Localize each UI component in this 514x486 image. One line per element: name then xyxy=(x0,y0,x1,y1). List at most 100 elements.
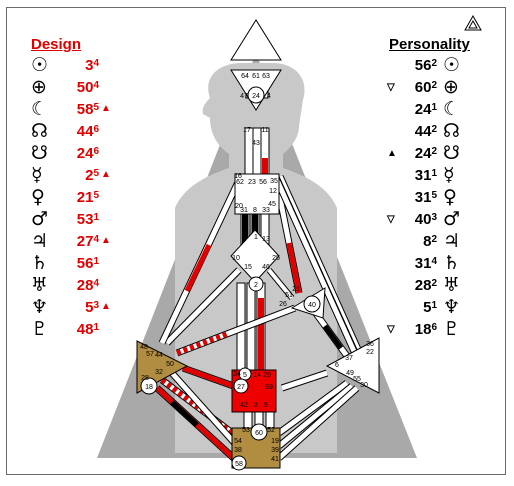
gate-38: 38 xyxy=(234,447,242,454)
gate-54: 54 xyxy=(234,438,242,445)
south-node-icon: ☋ xyxy=(31,142,48,164)
gate-15: 15 xyxy=(244,264,252,271)
line-number: 5 xyxy=(93,168,99,179)
gate-number: 24 xyxy=(76,145,94,162)
channel-21-45-design xyxy=(286,242,302,294)
gate-value: 446 xyxy=(57,121,99,142)
exalted-detriment-marker: ▲ xyxy=(101,169,111,180)
gate-12: 12 xyxy=(269,188,277,195)
gate-18: 18 xyxy=(145,384,153,391)
gate-number: 3 xyxy=(85,57,94,74)
gate-value: 241 xyxy=(393,99,437,120)
throat-center xyxy=(234,173,280,215)
line-number: 5 xyxy=(93,102,99,113)
pluto-icon: ♇ xyxy=(31,318,49,340)
gate-46: 46 xyxy=(262,264,270,271)
gate-value: 246 xyxy=(57,143,99,164)
exalted-detriment-marker: ▲ xyxy=(387,148,397,159)
gate-number: 44 xyxy=(414,123,432,140)
gate-circle-40 xyxy=(303,295,321,313)
gate-37: 37 xyxy=(345,355,353,362)
gate-33: 33 xyxy=(262,207,270,214)
gate-31: 31 xyxy=(240,207,248,214)
channel-50-27-design xyxy=(182,365,240,391)
gate-5: 5 xyxy=(243,372,247,379)
gate-52: 52 xyxy=(267,427,275,434)
gate-48: 48 xyxy=(140,344,148,351)
gate-62: 62 xyxy=(236,179,244,186)
gate-17: 17 xyxy=(243,127,251,134)
gate-number: 5 xyxy=(85,299,94,316)
centers xyxy=(136,19,380,469)
gate-42: 42 xyxy=(240,402,248,409)
head-center xyxy=(230,19,282,61)
gate-numbers: 64 61 63 47 24 4 17 11 43 62 23 56 16 35… xyxy=(140,73,374,468)
gate-number: 18 xyxy=(414,321,432,338)
personality-title: Personality xyxy=(389,36,470,53)
line-number: 4 xyxy=(93,234,99,245)
mercury-icon: ☿ xyxy=(31,164,43,186)
exalted-detriment-marker: ▲ xyxy=(101,235,111,246)
gate-13: 13 xyxy=(262,236,270,243)
gate-value: 274 xyxy=(57,231,99,252)
moon-icon: ☾ xyxy=(31,98,49,120)
gate-number: 56 xyxy=(414,57,432,74)
earth-icon: ⊕ xyxy=(443,76,459,98)
gate-19: 19 xyxy=(271,438,279,445)
gate-24: 24 xyxy=(252,93,260,100)
gate-34: 34 xyxy=(233,371,241,378)
channel-25-51-inner xyxy=(267,268,294,300)
line-number: 2 xyxy=(431,146,437,157)
design-title: Design xyxy=(31,36,82,53)
gate-value: 585 xyxy=(57,99,99,120)
gate-circle-24 xyxy=(247,86,265,104)
gate-35: 35 xyxy=(270,178,278,185)
gate-39: 39 xyxy=(271,447,279,454)
gate-60: 60 xyxy=(255,430,263,437)
gate-value: 481 xyxy=(57,319,99,340)
exalted-detriment-marker: ▲ xyxy=(101,103,111,114)
gate-47: 47 xyxy=(240,93,248,100)
gate-50: 50 xyxy=(166,361,174,368)
gate-8: 8 xyxy=(253,207,257,214)
gate-number: 5 xyxy=(423,299,432,316)
gate-number: 60 xyxy=(414,79,432,96)
gate-32: 32 xyxy=(155,369,163,376)
channel-22-12-inner xyxy=(279,175,365,359)
gate-value: 314 xyxy=(393,253,437,274)
gate-number: 24 xyxy=(414,101,432,118)
gate-number: 56 xyxy=(76,255,94,272)
gate-value: 311 xyxy=(393,165,437,186)
south-node-icon: ☋ xyxy=(443,142,460,164)
gate-value: 284 xyxy=(57,275,99,296)
gate-3: 3 xyxy=(254,402,258,409)
gate-value: 282 xyxy=(393,275,437,296)
gate-27: 27 xyxy=(237,384,245,391)
line-number: 2 xyxy=(431,278,437,289)
gate-49: 49 xyxy=(346,370,354,377)
gate-40: 40 xyxy=(308,302,316,309)
channel-18-58-design xyxy=(155,386,241,465)
gate-value: 25 xyxy=(57,165,99,186)
gate-number: 40 xyxy=(414,211,432,228)
solar-plexus-center xyxy=(325,337,380,394)
gate-36: 36 xyxy=(366,341,374,348)
channel-49-19-inner xyxy=(277,380,349,436)
line-number: 6 xyxy=(93,146,99,157)
line-number: 1 xyxy=(431,168,437,179)
line-number: 5 xyxy=(93,190,99,201)
neptune-icon: ♆ xyxy=(31,296,49,318)
line-number: 4 xyxy=(93,80,99,91)
gate-value: 215 xyxy=(57,187,99,208)
gate-number: 53 xyxy=(76,211,94,228)
line-number: 2 xyxy=(431,80,437,91)
gate-number: 44 xyxy=(76,123,94,140)
gate-29: 29 xyxy=(263,372,271,379)
gate-number: 24 xyxy=(414,145,432,162)
mercury-icon: ☿ xyxy=(443,164,455,186)
gate-43: 43 xyxy=(252,140,260,147)
mars-icon: ♂ xyxy=(443,208,461,230)
gate-circles xyxy=(140,86,321,471)
gate-value: 34 xyxy=(57,55,99,76)
line-number: 1 xyxy=(431,300,437,311)
